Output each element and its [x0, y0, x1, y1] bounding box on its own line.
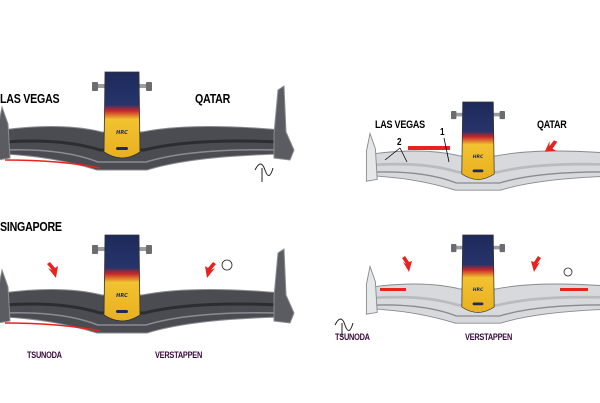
red-arrow-icon — [531, 256, 541, 272]
label-las-vegas: LAS VEGAS — [375, 119, 425, 131]
artist-signature — [254, 163, 274, 182]
callout-1: 1 — [440, 127, 445, 138]
wing-bottom-right-light — [365, 234, 600, 324]
label-tsunoda: TSUNODA — [27, 350, 62, 360]
red-arrow-icon — [402, 256, 412, 272]
red-arrow-icon — [544, 140, 558, 152]
label-singapore: SINGAPORE — [0, 219, 62, 234]
wing-top-left-dark — [0, 71, 295, 171]
callout-2-line-b — [399, 147, 408, 163]
red-arrow-icon — [205, 262, 216, 278]
highlight-bar — [560, 288, 588, 291]
callout-2: 2 — [397, 137, 402, 148]
wing-bottom-left-dark — [0, 234, 295, 334]
label-qatar: QATAR — [195, 91, 231, 106]
highlight-bar — [408, 146, 450, 150]
label-las-vegas: LAS VEGAS — [0, 91, 60, 106]
wing-top-right-light — [365, 101, 600, 191]
label-qatar: QATAR — [537, 119, 567, 131]
red-arrow-icon — [47, 262, 58, 278]
callout-1-line — [443, 137, 450, 163]
highlight-bar — [380, 288, 406, 291]
callout-2-line-a — [384, 147, 401, 161]
red-stripe — [4, 159, 101, 169]
label-verstappen: VERSTAPPEN — [155, 350, 203, 360]
red-stripe — [4, 322, 101, 332]
sensor-badge-icon — [221, 259, 233, 271]
artist-signature — [334, 318, 354, 337]
sensor-badge-icon — [563, 267, 573, 277]
arrow-icons — [47, 140, 558, 278]
label-tsunoda: TSUNODA — [335, 332, 370, 342]
label-verstappen: VERSTAPPEN — [465, 332, 513, 342]
